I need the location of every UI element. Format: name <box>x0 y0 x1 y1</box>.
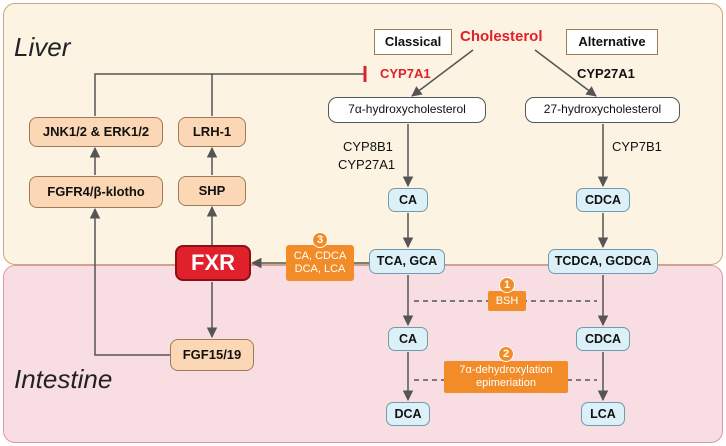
cyp7b1-label: CYP7B1 <box>612 139 662 154</box>
cyp7a1-label: CYP7A1 <box>380 66 431 81</box>
dca-node: DCA <box>386 402 430 426</box>
step-1-number: 1 <box>499 277 515 293</box>
liver-label: Liver <box>14 32 71 62</box>
step-2-badge: 7α-dehydroxylation epimeriation <box>444 361 568 393</box>
intestine-label: Intestine <box>14 364 113 394</box>
fxr-node: FXR <box>175 245 251 281</box>
classical-callout: Classical <box>374 29 452 55</box>
cdca-liver-node: CDCA <box>576 188 630 212</box>
step-2-number: 2 <box>498 346 514 362</box>
lca-node: LCA <box>581 402 625 426</box>
ca-intestine-node: CA <box>388 327 428 351</box>
cyp8b1-label: CYP8B1 <box>343 139 393 154</box>
fgfr4-node: FGFR4/β-klotho <box>29 176 163 208</box>
tcdca-gcdca-node: TCDCA, GCDCA <box>548 249 658 274</box>
tca-gca-node: TCA, GCA <box>369 249 445 274</box>
alternative-callout: Alternative <box>566 29 658 55</box>
step-3-number: 3 <box>312 232 328 248</box>
lrh1-node: LRH-1 <box>178 117 246 147</box>
cyp27a1-alt-label: CYP27A1 <box>577 66 635 81</box>
fgf15-19-node: FGF15/19 <box>170 339 254 371</box>
hydroxy7-node: 7α-hydroxycholesterol <box>328 97 486 123</box>
ca-liver-node: CA <box>388 188 428 212</box>
cholesterol-label: Cholesterol <box>460 28 543 45</box>
shp-node: SHP <box>178 176 246 206</box>
step-3-badge: CA, CDCA DCA, LCA <box>286 245 354 281</box>
jnk-erk-node: JNK1/2 & ERK1/2 <box>29 117 163 147</box>
step-1-badge: BSH <box>488 291 526 311</box>
cdca-intestine-node: CDCA <box>576 327 630 351</box>
cyp27a1-label: CYP27A1 <box>338 157 396 172</box>
hydroxy27-node: 27-hydroxycholesterol <box>525 97 680 123</box>
